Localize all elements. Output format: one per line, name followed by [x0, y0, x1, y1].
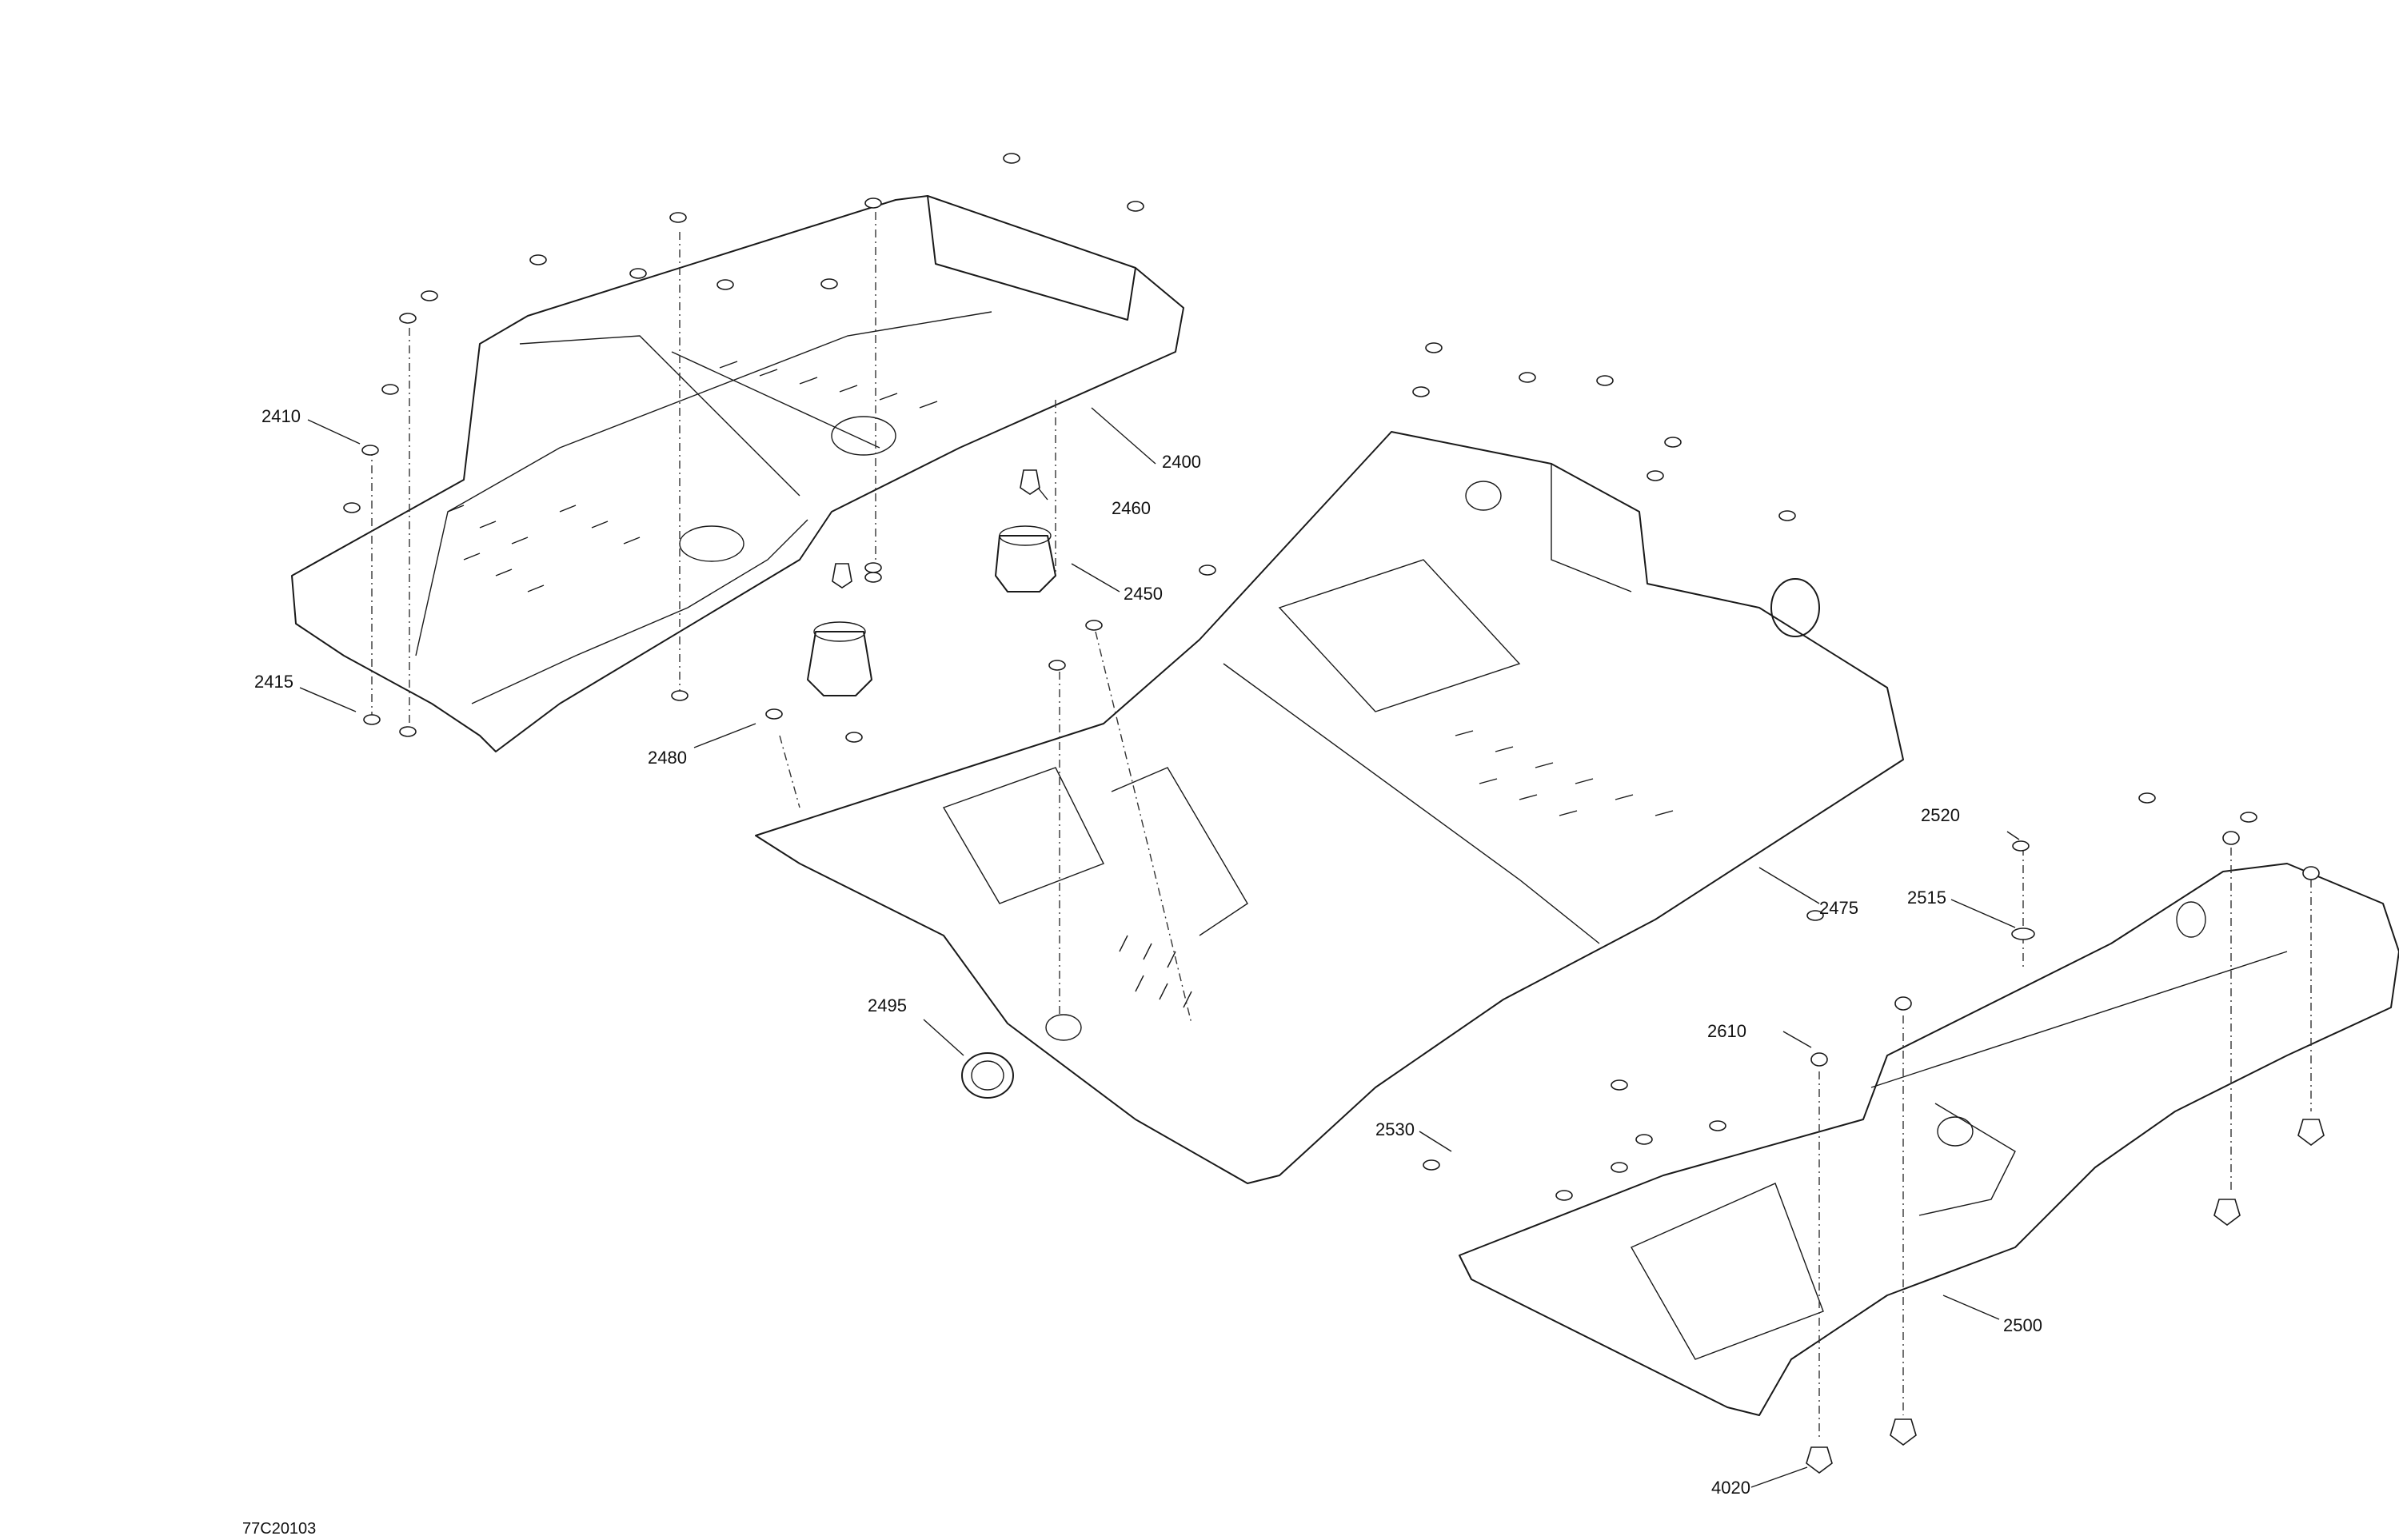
assembly-lines: [371, 212, 2312, 1439]
leader-lines: [299, 407, 2020, 1488]
support-2450-right: [995, 525, 1056, 592]
callout-2515: 2515: [1907, 888, 1946, 908]
seal-2495: [961, 1052, 1014, 1099]
callout-2475: 2475: [1819, 898, 1858, 918]
callout-2450: 2450: [1124, 584, 1163, 604]
callout-2495: 2495: [868, 995, 907, 1015]
callout-4020: 4020: [1711, 1478, 1750, 1498]
callout-2400: 2400: [1162, 452, 1201, 472]
floor-panel-lower-right: [1459, 863, 2399, 1416]
drawing-code: 77C20103: [242, 1520, 316, 1538]
callout-2460: 2460: [1112, 498, 1151, 518]
fasteners: [343, 153, 2325, 1474]
floor-panel-center: [755, 431, 1904, 1184]
support-2450-left: [807, 621, 872, 696]
callout-2415: 2415: [254, 672, 293, 692]
callout-2480: 2480: [648, 748, 687, 768]
callout-2500: 2500: [2003, 1315, 2042, 1335]
callout-2520: 2520: [1921, 805, 1960, 825]
callout-2610: 2610: [1707, 1021, 1746, 1041]
callout-labels: 2410 2400 2460 2450 2415 2480 2520 2515 …: [242, 406, 2042, 1538]
callout-2410: 2410: [261, 406, 301, 426]
floor-panel-upper-left: [291, 195, 1184, 752]
callout-2530: 2530: [1375, 1119, 1415, 1139]
